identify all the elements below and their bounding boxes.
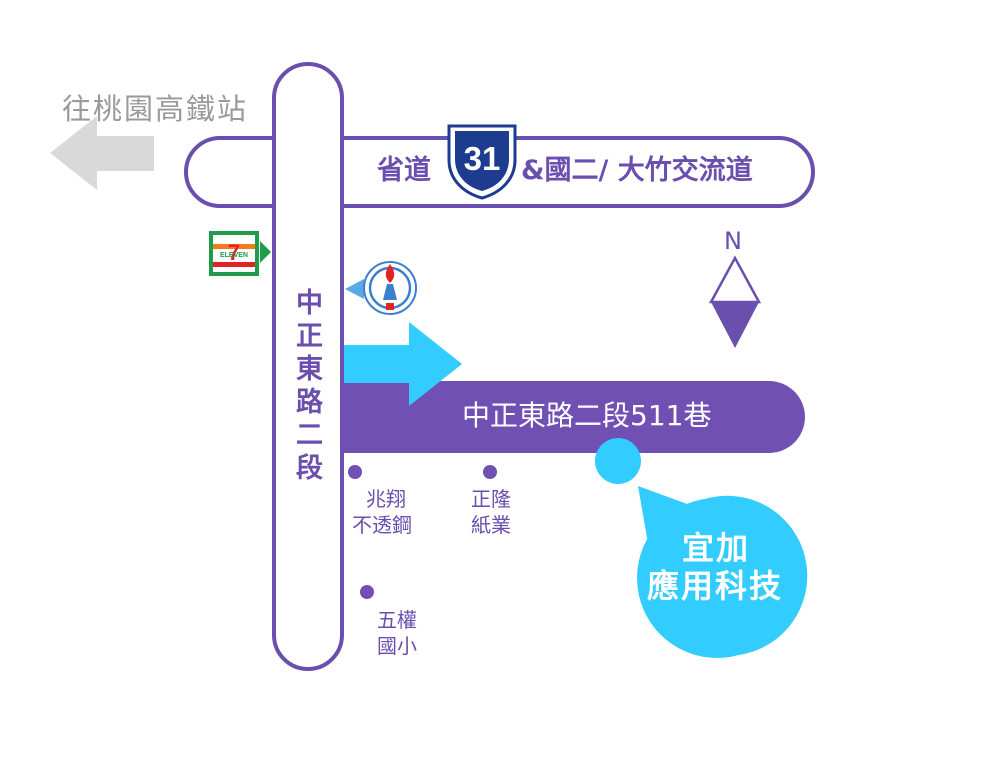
seven-eleven-digit: 7 <box>228 240 240 265</box>
seven-eleven-text: ELEVEN <box>220 252 248 259</box>
landmark-zhenglong-line1: 正隆 <box>471 487 511 511</box>
main-road-label: 中正東路二段 <box>291 288 322 486</box>
seven-eleven-icon: 7 ELEVEN <box>209 231 271 276</box>
right-arrow-icon <box>344 322 462 406</box>
landmark-zhenglong-line2: 紙業 <box>471 513 511 537</box>
hsr-direction-label: 往桃園高鐵站 <box>62 92 249 126</box>
landmark-wuquan-line1: 五權 <box>377 608 417 632</box>
destination-bubble-body <box>637 498 797 658</box>
landmark-dot-wuquan <box>360 585 374 599</box>
landmark-wuquan-line2: 國小 <box>377 634 417 658</box>
landmark-dot-zhenglong <box>483 465 497 479</box>
vertical-road-outline <box>272 62 344 671</box>
highway-shield-icon: 31 <box>447 124 517 200</box>
lane-label: 中正東路二段511巷 <box>462 399 712 432</box>
destination-line1: 宜加 <box>682 529 751 567</box>
lane-511-road <box>342 381 805 453</box>
landmark-zhaoxiang-line1: 兆翔 <box>366 487 406 511</box>
highway-suffix-label: &國二/ 大竹交流道 <box>521 155 753 186</box>
highway-prefix-label: 省道 <box>377 155 431 186</box>
gas-station-icon <box>345 261 417 315</box>
intersection-fill <box>276 140 340 204</box>
north-arrow-icon <box>708 255 762 348</box>
landmark-zhaoxiang-line2: 不透鋼 <box>352 513 412 537</box>
destination-line2: 應用科技 <box>647 567 784 605</box>
destination-marker <box>595 438 641 484</box>
left-arrow-icon <box>50 116 154 190</box>
highway-number: 31 <box>464 140 501 177</box>
north-label: N <box>724 227 742 255</box>
landmark-dot-zhaoxiang <box>348 465 362 479</box>
